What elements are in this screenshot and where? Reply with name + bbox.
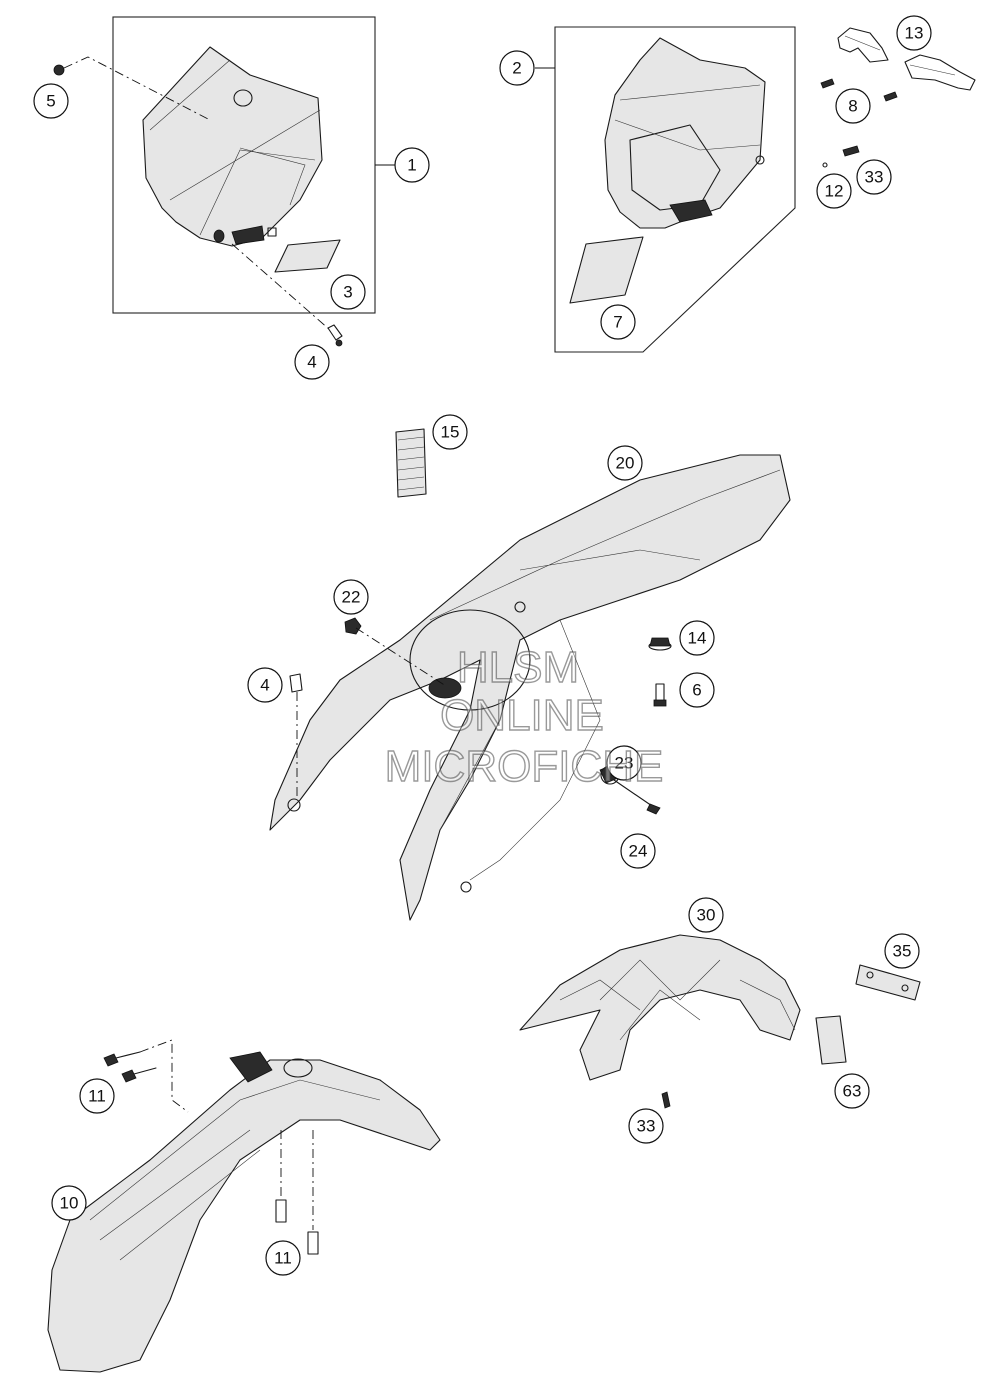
clamp-part-13: [837, 27, 976, 91]
callout-6: 6: [679, 672, 715, 708]
svg-text:15: 15: [441, 423, 460, 442]
svg-text:22: 22: [342, 588, 361, 607]
callout-24: 24: [620, 833, 656, 869]
svg-text:4: 4: [307, 353, 316, 372]
svg-text:23: 23: [615, 754, 634, 773]
screw-part-6: [653, 683, 667, 707]
callout-4-mid: 4: [247, 667, 283, 703]
svg-text:20: 20: [616, 454, 635, 473]
screw-part-4-mid: [289, 673, 303, 800]
screw-part-11-bottom: [275, 1130, 319, 1255]
subframe-part-30: [519, 934, 801, 1081]
callout-12: 12: [816, 173, 852, 209]
headlight-mask-part: [604, 37, 766, 229]
grommet-part-14: [648, 637, 672, 651]
svg-text:10: 10: [60, 1194, 79, 1213]
sticker-part-35: [855, 964, 921, 1001]
svg-text:35: 35: [893, 942, 912, 961]
callout-11-bottom: 11: [265, 1240, 301, 1276]
callout-15: 15: [432, 414, 468, 450]
svg-text:5: 5: [46, 92, 55, 111]
headlight-mask-kit-frame: [535, 26, 796, 353]
svg-text:12: 12: [825, 182, 844, 201]
svg-text:63: 63: [843, 1082, 862, 1101]
filter-part-15: [395, 428, 427, 498]
svg-text:14: 14: [688, 629, 707, 648]
sticker-part-63: [815, 1015, 847, 1065]
svg-text:4: 4: [260, 676, 269, 695]
callout-2: 2: [499, 50, 535, 86]
svg-text:24: 24: [629, 842, 648, 861]
callout-13: 13: [896, 15, 932, 51]
number-plate-kit-frame: [112, 16, 395, 314]
svg-text:1: 1: [407, 156, 416, 175]
callout-1: 1: [394, 147, 430, 183]
sticker-part-3: [274, 239, 341, 273]
screw-5: [53, 56, 211, 121]
callout-3: 3: [330, 274, 366, 310]
svg-text:11: 11: [88, 1087, 106, 1106]
callout-11-top: 11: [79, 1078, 115, 1114]
svg-text:13: 13: [905, 24, 924, 43]
sticker-part-7: [569, 236, 644, 304]
front-fender-part: [47, 1051, 441, 1373]
callout-10: 10: [51, 1185, 87, 1221]
callout-33-bottom: 33: [628, 1108, 664, 1144]
callout-4-top: 4: [294, 344, 330, 380]
nut-part-22: [344, 617, 447, 687]
callout-33-top: 33: [856, 159, 892, 195]
number-plate-part: [142, 46, 323, 247]
callout-7: 7: [600, 304, 636, 340]
callout-22: 22: [333, 579, 369, 615]
svg-text:3: 3: [343, 283, 352, 302]
callout-8: 8: [835, 88, 871, 124]
screw-4-top: [231, 243, 343, 347]
watermark-line-3: MICROFICHE: [385, 742, 664, 791]
callout-30: 30: [688, 897, 724, 933]
callout-14: 14: [679, 620, 715, 656]
svg-text:2: 2: [512, 59, 521, 78]
callout-5: 5: [33, 83, 69, 119]
svg-text:11: 11: [274, 1249, 292, 1268]
callout-20: 20: [607, 445, 643, 481]
watermark-line-2: ONLINE: [440, 691, 604, 740]
watermark: HLSM ONLINE MICROFICHE: [384, 642, 664, 791]
callout-35: 35: [884, 933, 920, 969]
screw-part-8: [820, 78, 898, 102]
screw-part-33-bottom: [661, 1091, 671, 1109]
svg-text:6: 6: [692, 681, 701, 700]
screw-part-33-top: [842, 145, 860, 157]
rear-fender-part: [269, 454, 791, 921]
svg-text:33: 33: [637, 1117, 656, 1136]
svg-text:33: 33: [865, 168, 884, 187]
watermark-line-1: HLSM: [457, 643, 579, 692]
nut-part-12: [822, 162, 828, 168]
svg-text:30: 30: [697, 906, 716, 925]
callout-23: 23: [606, 745, 642, 781]
callout-63: 63: [834, 1073, 870, 1109]
svg-text:8: 8: [848, 97, 857, 116]
screw-part-24: [613, 779, 661, 815]
screw-part-11-top: [103, 1039, 189, 1113]
svg-text:7: 7: [613, 313, 622, 332]
